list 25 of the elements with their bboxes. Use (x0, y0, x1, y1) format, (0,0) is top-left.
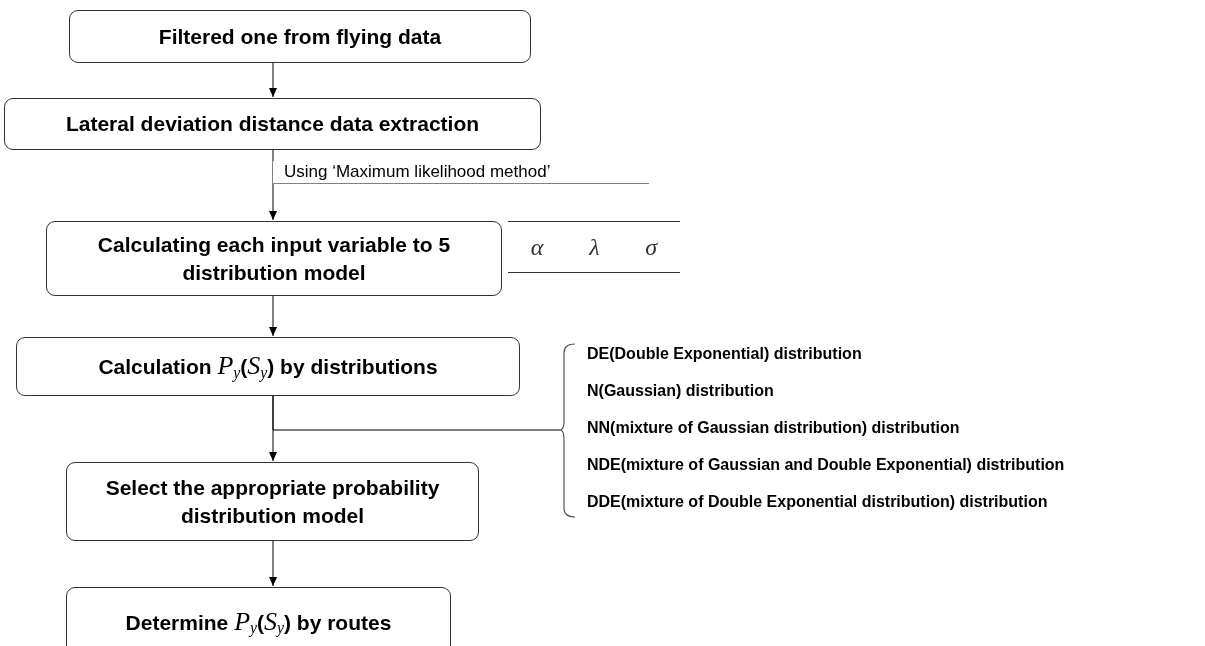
process-box (16, 337, 520, 396)
list-item: N(Gaussian) distribution (587, 381, 775, 401)
variable-symbol: α (530, 233, 544, 262)
box-text: Determine P$_{y}$(S$_{y}$) by routes (125, 607, 392, 637)
box-text: Filtered one from flying data (158, 23, 442, 50)
edge-label: Using ‘Maximum likelihood method’ (273, 161, 649, 184)
process-box (4, 98, 541, 150)
arrow (269, 395, 277, 462)
variable-symbol: σ (645, 233, 658, 262)
variable-symbol: λ (589, 233, 600, 262)
list-item: NN(mixture of Gaussian distribution) distribution (587, 418, 961, 438)
list-item: DDE(mixture of Double Exponential distribution) distribution (587, 492, 1049, 512)
box-text: Select the appropriate probability distribution model (104, 474, 441, 529)
list-item: DE(Double Exponential) distribution (587, 344, 863, 364)
box-text: Calculating each input variable to 5 distribution model (96, 231, 452, 286)
box-text: Lateral deviation distance data extraction (65, 111, 480, 137)
process-box (46, 221, 502, 296)
list-item: NDE(mixture of Gaussian and Double Exponential) distribution (587, 455, 1065, 475)
arrow (269, 62, 277, 98)
arrow (269, 540, 277, 587)
box-text: Calculation P$_{y}$(S$_{y}$) by distributions (98, 352, 438, 381)
process-box (69, 10, 531, 63)
process-box (66, 587, 451, 646)
process-box (66, 462, 479, 541)
arrow (269, 295, 277, 337)
